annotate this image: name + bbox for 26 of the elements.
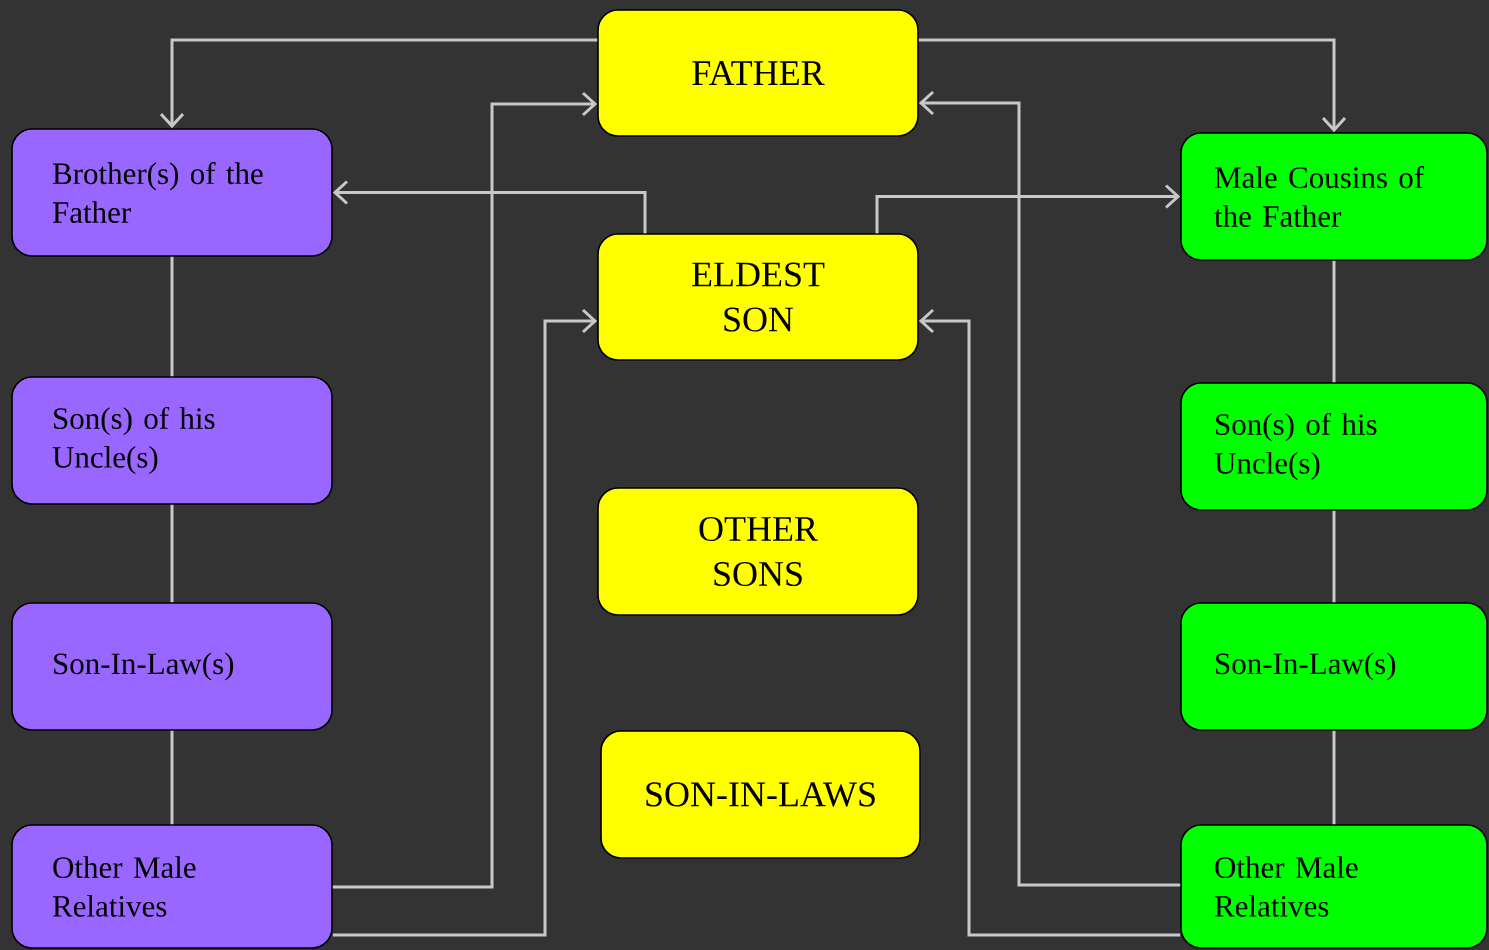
connector-line (170, 730, 174, 825)
relative-box: Other Male Relatives (11, 824, 333, 949)
relative-box: SON-IN-LAWS (600, 730, 921, 859)
connector-line (1332, 260, 1336, 383)
arrow (159, 38, 598, 129)
connector-line (170, 256, 174, 377)
relative-box: ELDEST SON (597, 233, 919, 361)
relative-box: Son-In-Law(s) (1180, 602, 1488, 731)
arrow (918, 308, 1181, 937)
relative-box: Male Cousins of the Father (1180, 132, 1488, 261)
relative-box: Brother(s) of the Father (11, 128, 333, 257)
connector-line (1332, 510, 1336, 603)
relative-box: Son(s) of his Uncle(s) (1180, 382, 1488, 511)
relative-box: OTHER SONS (597, 487, 919, 616)
arrow (875, 184, 1181, 234)
arrow (918, 38, 1347, 133)
arrow (332, 180, 647, 234)
relative-box: Son(s) of his Uncle(s) (11, 376, 333, 505)
relative-box: Son-In-Law(s) (11, 602, 333, 731)
connector-line (1332, 730, 1336, 825)
relative-box: Other Male Relatives (1180, 824, 1488, 949)
arrow (332, 91, 598, 889)
arrow (332, 308, 598, 937)
connector-line (170, 504, 174, 603)
arrow (918, 90, 1181, 887)
relative-box: FATHER (597, 9, 919, 137)
